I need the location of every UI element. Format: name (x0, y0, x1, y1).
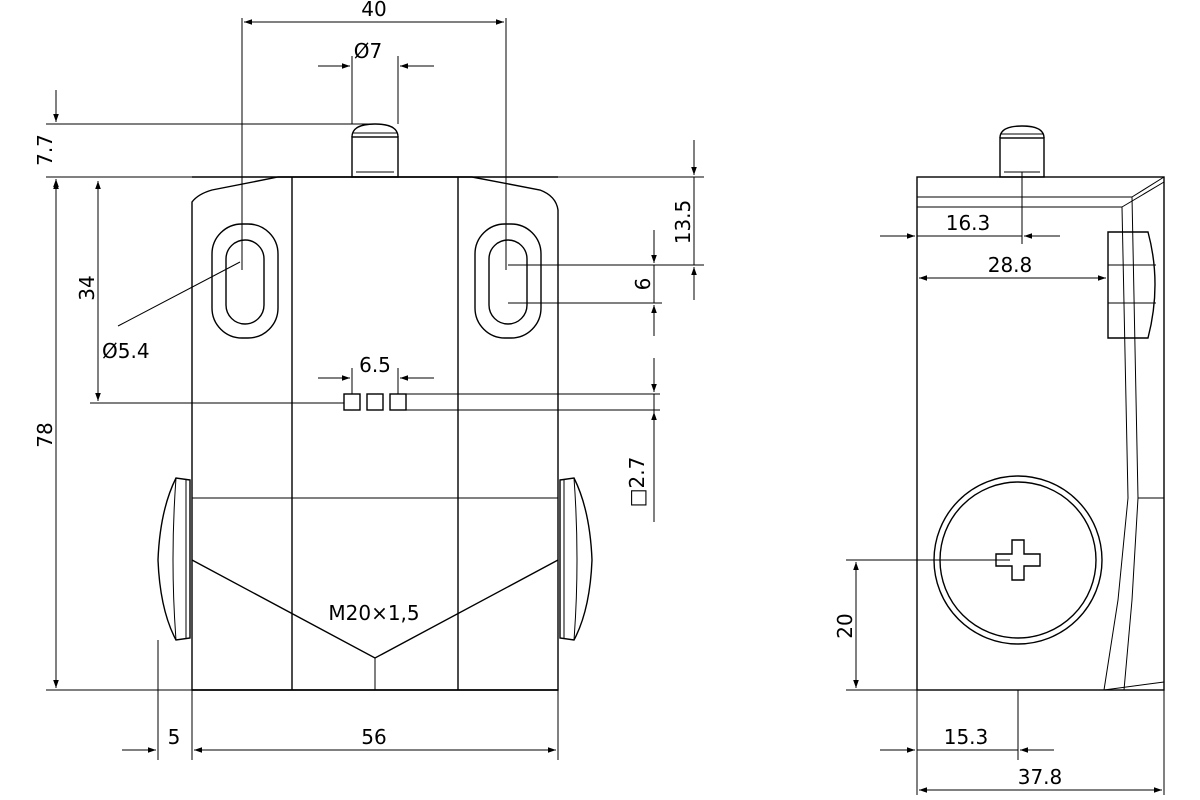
dim-side-cable-offset: 15.3 (944, 725, 989, 749)
dim-plunger-height: 7.7 (33, 134, 57, 166)
front-view (157, 123, 660, 691)
dim-flange-offset: 5 (168, 725, 181, 749)
right-cable-gland (559, 477, 593, 641)
cross-screw-icon (995, 539, 1041, 581)
side-body (916, 176, 1165, 691)
dim-side-cable-height: 20 (833, 613, 857, 638)
dim-overall-height: 78 (33, 422, 57, 447)
dim-body-width: 56 (361, 725, 386, 749)
side-mounting-lug (1107, 231, 1156, 339)
dim-40: 40 (361, 0, 386, 21)
side-dimensions: 16.3 28.8 20 15.3 37.8 (833, 172, 1165, 795)
right-mounting-lug (474, 223, 542, 339)
dim-slot-length: 6 (631, 278, 655, 291)
dim-hole-diameter: Ø5.4 (102, 339, 150, 363)
label-thread: M20×1,5 (328, 601, 419, 625)
terminals (343, 393, 660, 411)
plunger (351, 123, 399, 178)
front-dimensions: 40 Ø7 7.7 78 34 Ø5.4 13.5 (33, 0, 704, 760)
dim-side-plunger-offset: 16.3 (946, 211, 991, 235)
dim-terminal-pitch: 6.5 (359, 353, 391, 377)
left-mounting-lug (211, 223, 279, 339)
dim-side-mount-offset: 28.8 (988, 253, 1033, 277)
dim-side-depth: 37.8 (1018, 765, 1063, 789)
dim-plunger-diameter: Ø7 (354, 39, 382, 63)
dim-slot-to-top: 13.5 (671, 200, 695, 245)
dim-mount-pitch: 34 (75, 275, 99, 300)
dim-terminal-square: □2.7 (625, 457, 649, 508)
left-cable-gland (157, 477, 191, 641)
side-plunger (999, 125, 1045, 178)
